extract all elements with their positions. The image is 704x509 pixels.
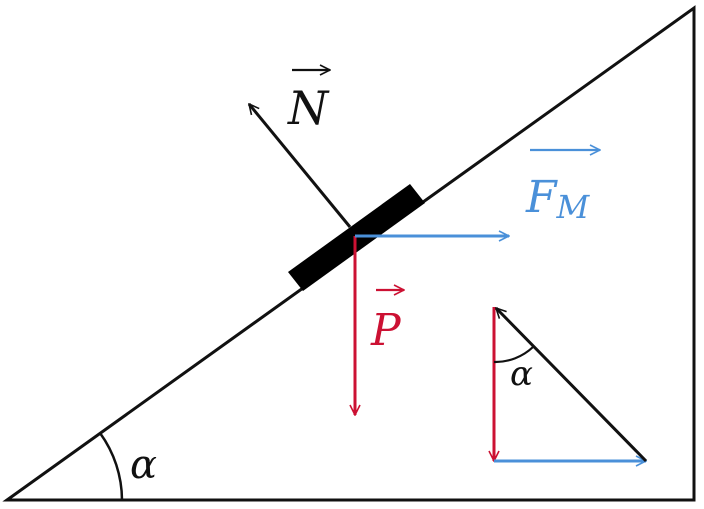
normal-force-label: N — [287, 81, 330, 135]
weight-label: P — [370, 305, 402, 356]
normal-force-arrow — [247, 104, 352, 228]
incline-angle-arc — [98, 432, 124, 501]
force-label: FM — [525, 172, 591, 226]
triangle-angle-label: α — [510, 354, 533, 394]
triangle-normal-arrow — [496, 308, 648, 463]
incline-angle-label: α — [130, 442, 157, 488]
triangle-angle-arc — [493, 346, 534, 364]
